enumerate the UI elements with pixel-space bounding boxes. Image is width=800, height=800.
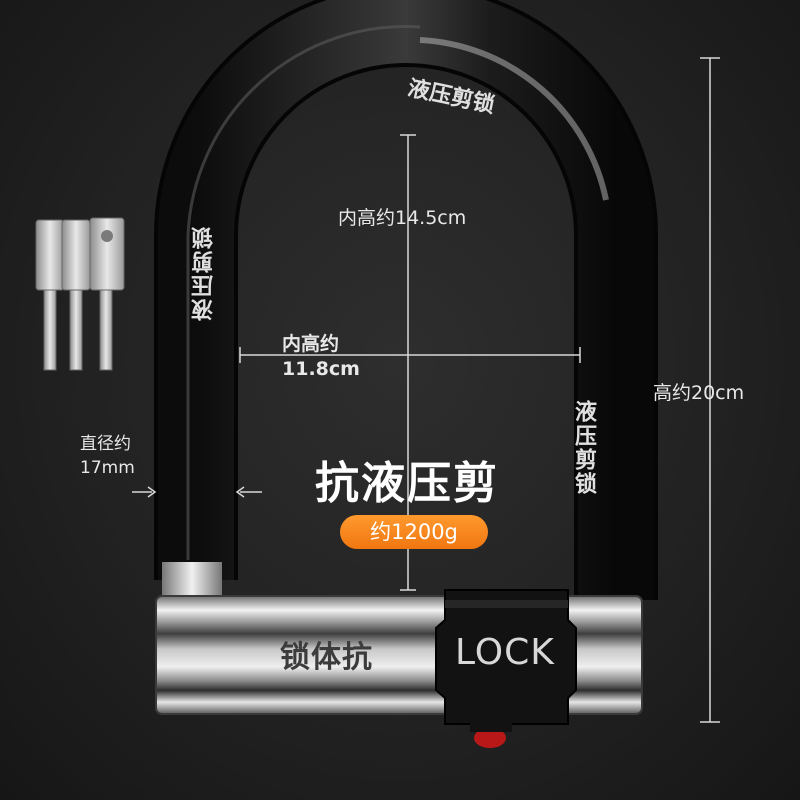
diameter-line1: 直径约 <box>80 434 131 454</box>
lock-label: LOCK <box>455 632 555 673</box>
shackle-print-left: 液压剪锁 <box>191 225 217 321</box>
inner-width-line2: 11.8cm <box>282 358 360 380</box>
inner-width-label: 内高约 11.8cm <box>282 332 360 382</box>
headline: 抗液压剪 <box>315 458 499 509</box>
outer-height-label: 高约20cm <box>653 382 745 404</box>
keys <box>35 217 125 371</box>
lock-body-print: 锁体抗 <box>280 640 373 675</box>
diameter-label: 直径约 17mm <box>80 432 135 480</box>
shackle-print-right: 液压剪锁 <box>571 400 597 496</box>
inner-width-line1: 内高约 <box>282 333 340 355</box>
shackle-pin <box>162 562 222 598</box>
weight-badge: 约1200g <box>340 515 488 549</box>
shackle <box>154 0 658 600</box>
inner-height-label: 内高约14.5cm <box>338 207 467 229</box>
lock-body <box>155 589 643 748</box>
diameter-line2: 17mm <box>80 458 135 478</box>
dimension-lines <box>132 57 720 723</box>
